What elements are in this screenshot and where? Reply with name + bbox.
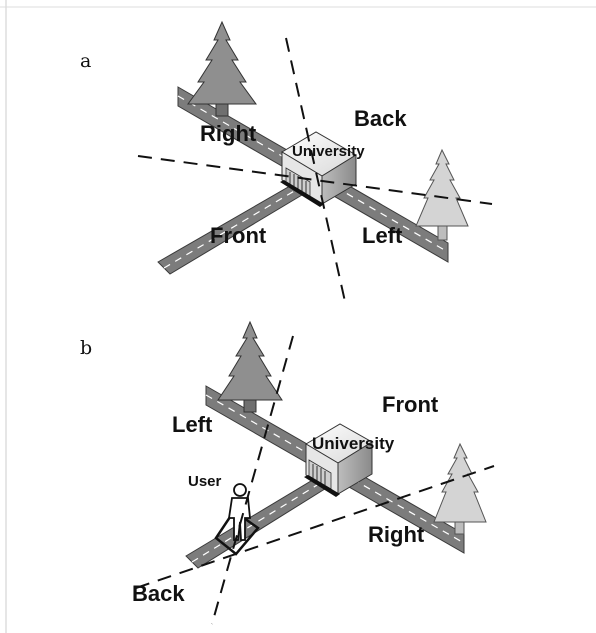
panel-b-label-left: Left bbox=[172, 412, 213, 437]
panel-b-letter: b bbox=[80, 337, 92, 359]
panel-b-building-label: University bbox=[312, 434, 395, 453]
panel-b-label-front: Front bbox=[382, 392, 439, 417]
panel-a-label-right: Right bbox=[200, 121, 257, 146]
panel-b-university-building bbox=[304, 423, 373, 497]
panel-a-dark-tree bbox=[187, 20, 257, 117]
panel-a: a bbox=[80, 20, 493, 307]
panel-b-label-back: Back bbox=[132, 581, 185, 606]
panel-a-label-back: Back bbox=[354, 106, 407, 131]
panel-a-light-tree bbox=[415, 148, 469, 241]
panel-b-user-label: User bbox=[188, 473, 222, 490]
panel-b-front-back-axis bbox=[211, 335, 294, 625]
panel-a-left-right-axis bbox=[137, 155, 493, 205]
panel-a-letter: a bbox=[80, 50, 91, 72]
panel-a-building-label: University bbox=[292, 143, 365, 160]
panel-b-dark-tree bbox=[217, 320, 283, 413]
panel-b-left-right-axis bbox=[135, 465, 495, 589]
panel-b-light-tree bbox=[433, 442, 487, 535]
panel-a-label-left: Left bbox=[362, 223, 403, 248]
panel-a-label-front: Front bbox=[210, 223, 267, 248]
panel-b-label-right: Right bbox=[368, 522, 425, 547]
panel-b: b bbox=[80, 320, 495, 625]
panel-b-road-branch bbox=[185, 477, 329, 569]
